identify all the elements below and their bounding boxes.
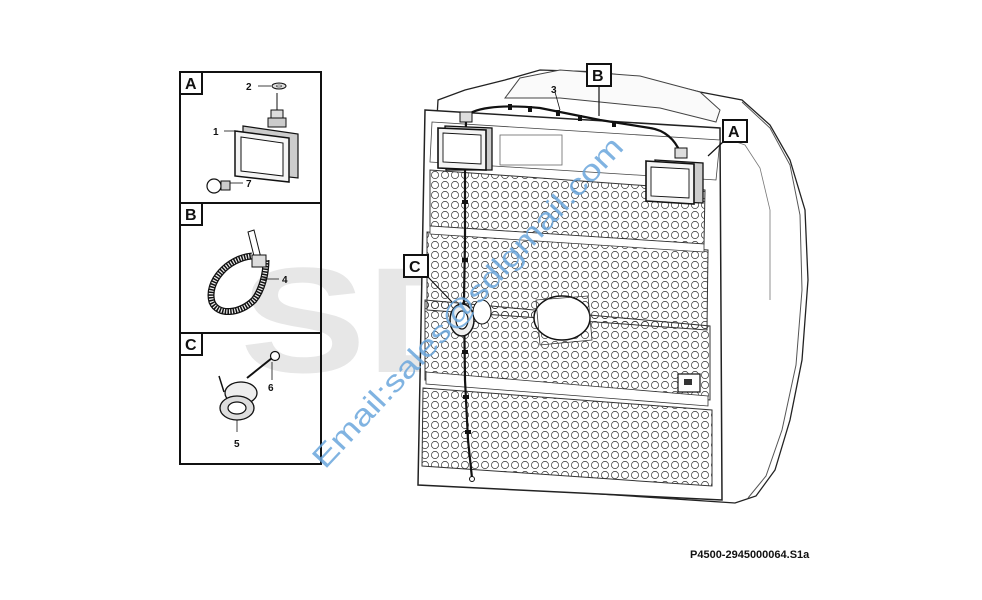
grille-mesh-row bbox=[424, 299, 711, 401]
grille-mesh-row bbox=[421, 387, 713, 487]
callout-4: 4 bbox=[282, 275, 288, 286]
callout-3: 3 bbox=[551, 85, 557, 96]
harness-connector bbox=[469, 476, 475, 482]
view-tag-c: C bbox=[403, 254, 453, 303]
view-tag-b: B bbox=[586, 63, 612, 116]
svg-text:A: A bbox=[728, 124, 740, 141]
svg-text:B: B bbox=[592, 68, 604, 85]
detail-panels: A 2 1 7 bbox=[179, 71, 322, 465]
grommet-icon bbox=[218, 375, 258, 421]
detail-frame bbox=[179, 71, 322, 465]
svg-text:C: C bbox=[409, 259, 421, 276]
callout-7: 7 bbox=[246, 179, 252, 190]
callout-6: 6 bbox=[268, 383, 274, 394]
left-work-lamp bbox=[437, 111, 493, 171]
callout-1: 1 bbox=[213, 127, 219, 138]
detail-panel-b: B 4 bbox=[179, 202, 288, 315]
screw-icon bbox=[246, 350, 281, 379]
right-work-lamp bbox=[645, 147, 704, 205]
detail-letter-a: A bbox=[185, 76, 197, 93]
grille-assembly-view bbox=[417, 69, 809, 504]
view-tag-a: A bbox=[707, 119, 748, 157]
cable-tie-icon bbox=[207, 229, 270, 315]
work-lamp-icon bbox=[234, 93, 299, 183]
leader-line bbox=[707, 141, 724, 157]
detail-letter-b: B bbox=[185, 207, 197, 224]
side-panel-edge bbox=[741, 101, 803, 499]
detail-label-box bbox=[179, 332, 203, 356]
access-plate bbox=[533, 295, 591, 341]
detail-panel-c: C 6 5 bbox=[179, 332, 281, 450]
harness-clips bbox=[462, 104, 616, 434]
callout-5: 5 bbox=[234, 439, 240, 450]
bulb-icon bbox=[206, 178, 231, 194]
leader-line bbox=[554, 91, 561, 111]
detail-label-box bbox=[179, 202, 203, 226]
detail-panel-a: A 2 1 7 bbox=[179, 71, 299, 194]
detail-label-box bbox=[179, 71, 203, 95]
detail-letter-c: C bbox=[185, 337, 197, 354]
leader-line bbox=[427, 276, 453, 303]
callout-2: 2 bbox=[246, 82, 252, 93]
drawing-code: P4500-2945000064.S1a bbox=[690, 549, 810, 561]
grommet-on-grille bbox=[449, 299, 492, 337]
